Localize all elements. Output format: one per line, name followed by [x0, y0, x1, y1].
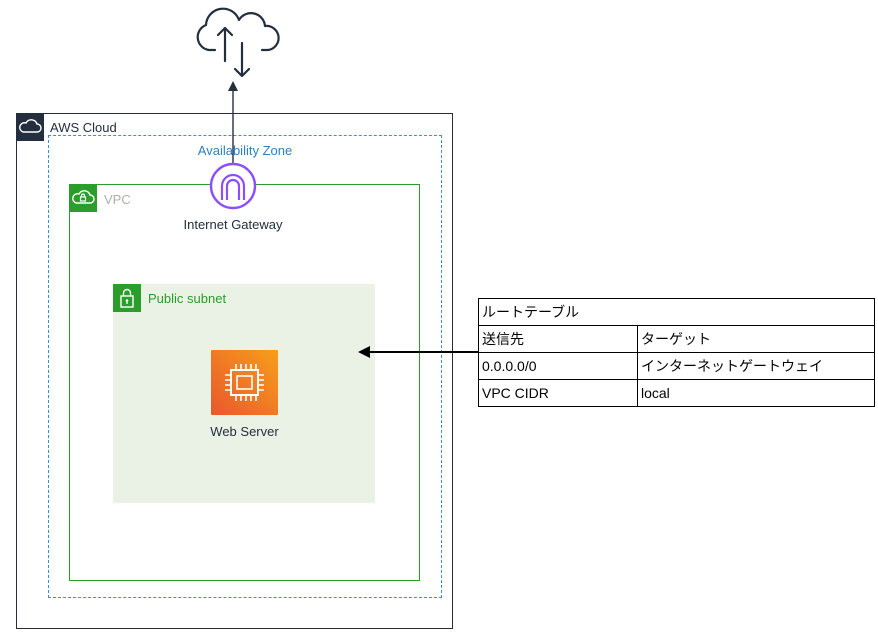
internet-gateway-icon [209, 162, 257, 210]
internet-connection-arrowhead [228, 81, 238, 91]
route-target-cell: local [637, 379, 875, 407]
header-target: ターゲット [637, 325, 875, 353]
ec2-instance-icon [211, 350, 278, 415]
table-row: VPC CIDR local [478, 379, 875, 407]
route-table: ルートテーブル 送信先 ターゲット 0.0.0.0/0 インターネットゲートウェ… [478, 298, 875, 407]
aws-cloud-label: AWS Cloud [50, 120, 117, 135]
aws-cloud-group [16, 113, 453, 629]
header-destination: 送信先 [478, 325, 638, 353]
route-table-title-row: ルートテーブル [478, 298, 875, 326]
availability-zone-label: Availability Zone [197, 143, 293, 158]
availability-zone-group [48, 135, 442, 598]
subnet-lock-icon [113, 284, 141, 312]
internet-gateway-label: Internet Gateway [183, 217, 283, 232]
vpc-cloud-lock-icon [69, 184, 97, 212]
route-destination-cell: 0.0.0.0/0 [478, 352, 638, 380]
table-row: 0.0.0.0/0 インターネットゲートウェイ [478, 352, 875, 380]
route-destination-cell: VPC CIDR [478, 379, 638, 407]
public-subnet-label: Public subnet [148, 291, 227, 306]
vpc-label: VPC [104, 192, 131, 207]
route-table-header-row: 送信先 ターゲット [478, 325, 875, 353]
cloud-upload-download-icon [196, 7, 280, 78]
route-target-cell: インターネットゲートウェイ [637, 352, 875, 380]
route-table-title: ルートテーブル [478, 298, 875, 326]
aws-cloud-icon [16, 113, 44, 141]
route-table-association-arrowhead [358, 346, 370, 358]
web-server-label: Web Server [210, 424, 279, 439]
